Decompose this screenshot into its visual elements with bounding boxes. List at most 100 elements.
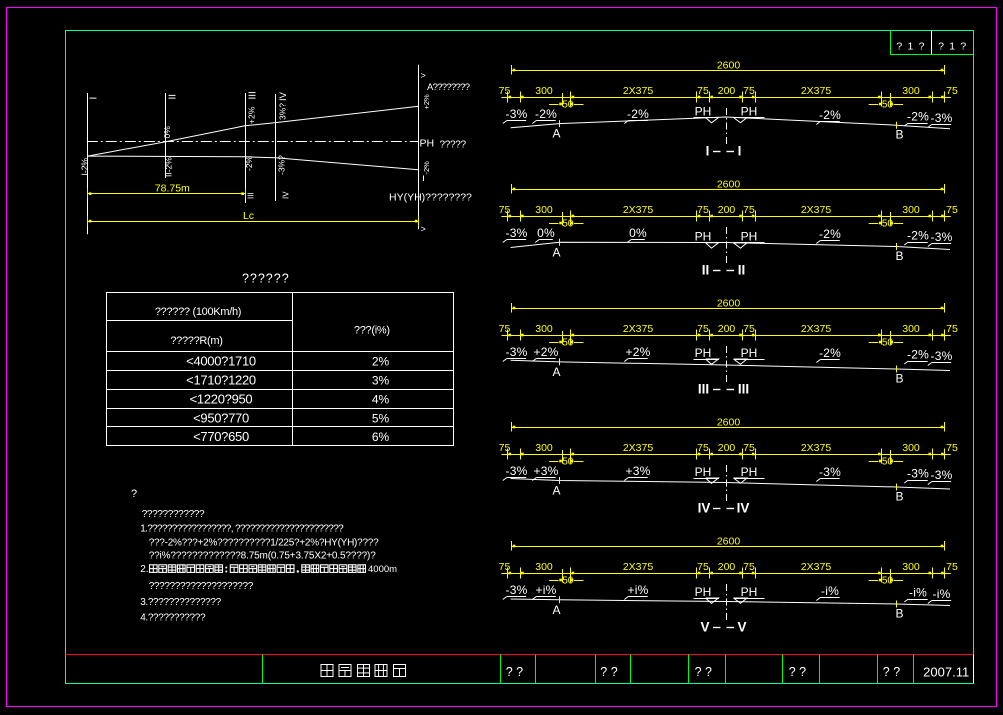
svg-text:-3%: -3% xyxy=(907,467,929,481)
svg-text:????????????????????: ???????????????????? xyxy=(149,581,254,592)
svg-text:75: 75 xyxy=(697,204,709,216)
svg-text:B: B xyxy=(895,128,903,142)
svg-text:PH: PH xyxy=(695,346,712,360)
svg-text:<1220?950: <1220?950 xyxy=(190,392,253,407)
svg-text:50: 50 xyxy=(562,576,574,587)
svg-text:300: 300 xyxy=(902,85,920,97)
svg-text:4%: 4% xyxy=(372,393,390,407)
svg-text:300: 300 xyxy=(535,204,553,216)
svg-text:A: A xyxy=(552,245,560,259)
svg-text:300: 300 xyxy=(535,561,553,573)
svg-text:0%: 0% xyxy=(162,126,172,139)
svg-text:A????????: A???????? xyxy=(427,82,470,93)
svg-text:75: 75 xyxy=(697,561,709,573)
svg-text:50: 50 xyxy=(562,338,574,349)
svg-text:75: 75 xyxy=(946,323,958,335)
svg-text:A: A xyxy=(552,484,560,498)
svg-text:1.?????????????????, ?????????: 1.?????????????????, ???????????????????… xyxy=(140,524,344,535)
svg-text:B: B xyxy=(895,490,903,504)
svg-text:75: 75 xyxy=(946,85,958,97)
svg-text:75: 75 xyxy=(743,442,755,454)
svg-text:-i%: -i% xyxy=(933,587,951,601)
svg-text:-2%: -2% xyxy=(907,348,929,362)
svg-text:IV: IV xyxy=(278,91,289,101)
svg-text:IV: IV xyxy=(737,501,750,516)
svg-text:75: 75 xyxy=(697,323,709,335)
svg-text:2600: 2600 xyxy=(717,417,741,429)
svg-text:II: II xyxy=(702,263,710,278)
svg-text:2X375: 2X375 xyxy=(801,442,832,454)
svg-text:B: B xyxy=(895,372,903,386)
svg-text:2X375: 2X375 xyxy=(623,85,654,97)
svg-text:-i%: -i% xyxy=(821,584,839,598)
svg-text:PH: PH xyxy=(741,585,758,599)
svg-text:???(i%): ???(i%) xyxy=(354,325,390,337)
svg-text:????????????: ???????????? xyxy=(142,509,205,520)
svg-text:300: 300 xyxy=(535,323,553,335)
svg-text:75: 75 xyxy=(499,561,511,573)
svg-text:PH: PH xyxy=(741,230,758,244)
svg-text:? ?: ? ? xyxy=(883,665,900,679)
svg-text:200: 200 xyxy=(718,442,736,454)
svg-text:+i%: +i% xyxy=(628,583,649,597)
svg-text:III: III xyxy=(247,192,256,199)
svg-text:-3%: -3% xyxy=(931,468,953,482)
svg-text:<4000?1710: <4000?1710 xyxy=(186,354,256,369)
svg-text:50: 50 xyxy=(882,219,894,230)
svg-text:IV: IV xyxy=(282,191,291,199)
svg-text:V: V xyxy=(700,620,709,635)
svg-text:IV: IV xyxy=(698,501,711,516)
svg-text:3.??????????????: 3.?????????????? xyxy=(140,597,221,608)
svg-text:II: II xyxy=(168,94,179,100)
svg-text:5%: 5% xyxy=(372,411,390,425)
svg-text:6%: 6% xyxy=(372,430,390,444)
svg-text:PH: PH xyxy=(741,346,758,360)
svg-text:? ?: ? ? xyxy=(695,665,712,679)
svg-text:75: 75 xyxy=(499,204,511,216)
svg-text:300: 300 xyxy=(535,442,553,454)
svg-text:I: I xyxy=(89,97,100,100)
svg-text:-3%: -3% xyxy=(506,345,528,359)
svg-text:-3%: -3% xyxy=(931,349,953,363)
svg-text:A: A xyxy=(552,603,560,617)
svg-text:-3%: -3% xyxy=(506,583,528,597)
svg-text:II-2%: II-2% xyxy=(164,157,174,177)
svg-text:200: 200 xyxy=(718,561,736,573)
svg-text:2X375: 2X375 xyxy=(623,442,654,454)
svg-text:-3%: -3% xyxy=(931,111,953,125)
svg-text:B: B xyxy=(895,607,903,621)
svg-text:+3%: +3% xyxy=(534,464,559,478)
svg-text:-2%: -2% xyxy=(422,161,431,175)
svg-text:? ?: ? ? xyxy=(506,665,523,679)
svg-text:75: 75 xyxy=(743,204,755,216)
svg-text:-2%: -2% xyxy=(907,229,929,243)
svg-text:2600: 2600 xyxy=(717,179,741,191)
svg-text:200: 200 xyxy=(718,323,736,335)
svg-text:I: I xyxy=(738,144,742,159)
svg-text:-2%: -2% xyxy=(244,155,254,171)
svg-text:?: ? xyxy=(131,488,137,500)
svg-text:75: 75 xyxy=(697,442,709,454)
svg-text:? 1 ?: ? 1 ? xyxy=(896,41,925,53)
svg-text:-2%: -2% xyxy=(907,110,929,124)
svg-text:300: 300 xyxy=(902,561,920,573)
svg-text:75: 75 xyxy=(946,204,958,216)
svg-text:A: A xyxy=(552,127,560,141)
svg-text:2%: 2% xyxy=(372,355,390,369)
svg-text:-2%: -2% xyxy=(627,107,649,121)
svg-text:+i%: +i% xyxy=(536,583,557,597)
svg-text:PH: PH xyxy=(420,137,435,149)
svg-text:200: 200 xyxy=(718,85,736,97)
svg-text:75: 75 xyxy=(697,85,709,97)
svg-text:+2%: +2% xyxy=(534,345,559,359)
svg-text:50: 50 xyxy=(562,219,574,230)
svg-text:0%: 0% xyxy=(537,226,555,240)
svg-text:>: > xyxy=(421,71,426,81)
svg-text:50: 50 xyxy=(882,100,894,111)
svg-text:4000m: 4000m xyxy=(368,564,397,575)
svg-text:75: 75 xyxy=(946,561,958,573)
svg-text:-3%: -3% xyxy=(931,230,953,244)
svg-text:>: > xyxy=(421,224,426,234)
svg-text:<950?770: <950?770 xyxy=(193,410,249,425)
svg-text:-2%: -2% xyxy=(819,227,841,241)
